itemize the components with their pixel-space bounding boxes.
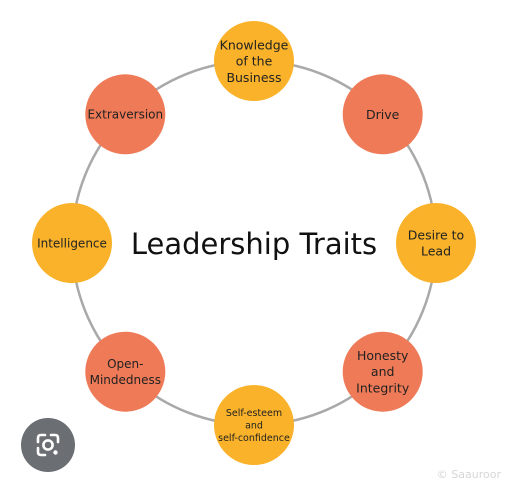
trait-node: Desire to Lead	[396, 203, 476, 283]
watermark: © Saauroor	[436, 468, 501, 481]
trait-node-circle	[214, 21, 294, 101]
google-lens-button[interactable]	[21, 418, 75, 472]
trait-node: Extraversion	[85, 74, 166, 155]
trait-node-label: Intelligence	[37, 236, 107, 250]
trait-node-label: Open- Mindedness	[90, 357, 161, 387]
trait-node-label-line: and	[245, 420, 263, 431]
trait-node-label-line: Lead	[421, 244, 451, 259]
trait-node: Drive	[342, 74, 423, 155]
trait-node-label: Drive	[366, 107, 400, 122]
trait-node-label-line: Business	[226, 70, 281, 85]
trait-node-label-line: Intelligence	[37, 236, 107, 250]
trait-node-label-line: Self-esteem	[226, 408, 282, 419]
trait-node-label-line: Open-	[107, 357, 143, 371]
trait-node-label-line: self-confidence	[218, 433, 290, 444]
trait-node: Open- Mindedness	[85, 331, 166, 412]
trait-node-label-line: Extraversion	[87, 108, 163, 122]
trait-node-label-line: Mindedness	[90, 373, 161, 387]
trait-node-label-line: Knowledge	[220, 37, 289, 52]
trait-node: Intelligence	[32, 203, 112, 283]
trait-node-circle	[396, 203, 476, 283]
trait-node-label-line: and	[371, 364, 395, 379]
trait-node-circle	[32, 203, 112, 283]
trait-node-circle	[85, 74, 166, 155]
trait-node-circle	[342, 331, 423, 412]
trait-node-label-line: Desire to	[408, 227, 464, 242]
trait-node-label: Desire to Lead	[408, 227, 464, 258]
trait-node-circle	[214, 385, 294, 465]
google-lens-icon	[36, 433, 60, 457]
trait-node-circle	[342, 74, 423, 155]
trait-node-label-line: Integrity	[356, 380, 410, 395]
trait-node-label-line: Drive	[366, 107, 400, 122]
trait-node-label: Extraversion	[87, 108, 163, 122]
trait-node-label-line: Honesty	[357, 348, 409, 363]
trait-node-circle	[85, 331, 166, 412]
trait-node-label-line: of the	[236, 54, 273, 69]
diagram-title: Leadership Traits	[131, 227, 377, 261]
